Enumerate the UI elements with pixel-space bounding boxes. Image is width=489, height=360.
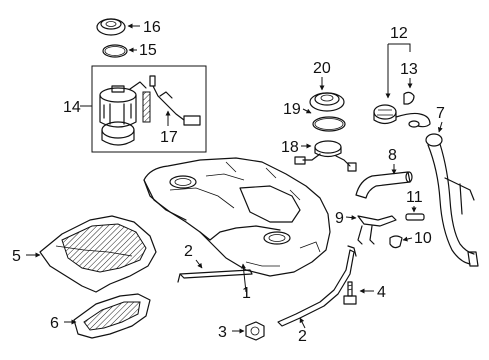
fuel-tank-part <box>143 157 331 277</box>
callout-19: 19 <box>283 101 301 118</box>
callout-4: 4 <box>377 284 386 301</box>
callout-7: 7 <box>436 105 445 122</box>
fuel-level-sender-part <box>142 75 201 126</box>
callout-2b: 2 <box>298 328 307 345</box>
callout-leader-10 <box>402 236 413 242</box>
callout-leader-19 <box>302 108 312 114</box>
callout-20: 20 <box>313 60 331 77</box>
callout-11: 11 <box>406 189 423 206</box>
heat-shield-rear-part <box>73 293 151 339</box>
tank-strap-front-part <box>177 269 253 283</box>
callout-6: 6 <box>50 315 59 332</box>
clamp-part <box>389 235 403 249</box>
hose-part <box>405 213 425 221</box>
filler-neck-part <box>425 133 479 267</box>
filler-hose-part <box>355 171 413 199</box>
callout-bracket-12 <box>387 43 411 52</box>
pump-module-frame <box>91 65 207 153</box>
callout-8: 8 <box>388 147 397 164</box>
callout-leader-9 <box>345 215 357 221</box>
callout-18: 18 <box>281 139 299 156</box>
callout-leader-1 <box>240 263 247 293</box>
callout-14: 14 <box>63 99 81 116</box>
callout-leader-2a <box>195 259 203 269</box>
callout-9: 9 <box>335 210 344 227</box>
callout-17: 17 <box>160 129 178 146</box>
callout-3: 3 <box>218 324 227 341</box>
heat-shield-front-part <box>39 215 157 293</box>
vent-tube-part <box>357 215 397 245</box>
callout-13: 13 <box>400 61 418 78</box>
callout-16: 16 <box>143 19 161 36</box>
callout-12: 12 <box>390 25 408 42</box>
gasket-part <box>102 44 128 58</box>
callout-leader-7 <box>437 121 443 133</box>
tank-strap-rear-part <box>277 245 357 327</box>
callout-10: 10 <box>414 230 432 247</box>
bolt-part <box>343 281 357 305</box>
callout-5: 5 <box>12 248 21 265</box>
fuel-cap-part <box>373 104 397 125</box>
callout-2a: 2 <box>184 243 193 260</box>
nut-part <box>245 321 265 341</box>
sub-sender-part <box>294 140 357 172</box>
callout-1: 1 <box>242 285 251 302</box>
retainer-ring-part <box>309 92 345 112</box>
callout-leader-2b <box>299 317 306 329</box>
seal-part <box>312 116 346 132</box>
cap-tether-part <box>395 91 431 128</box>
fuel-pump-module-part <box>99 81 147 146</box>
lock-ring-part <box>96 18 126 36</box>
callout-15: 15 <box>139 42 157 59</box>
